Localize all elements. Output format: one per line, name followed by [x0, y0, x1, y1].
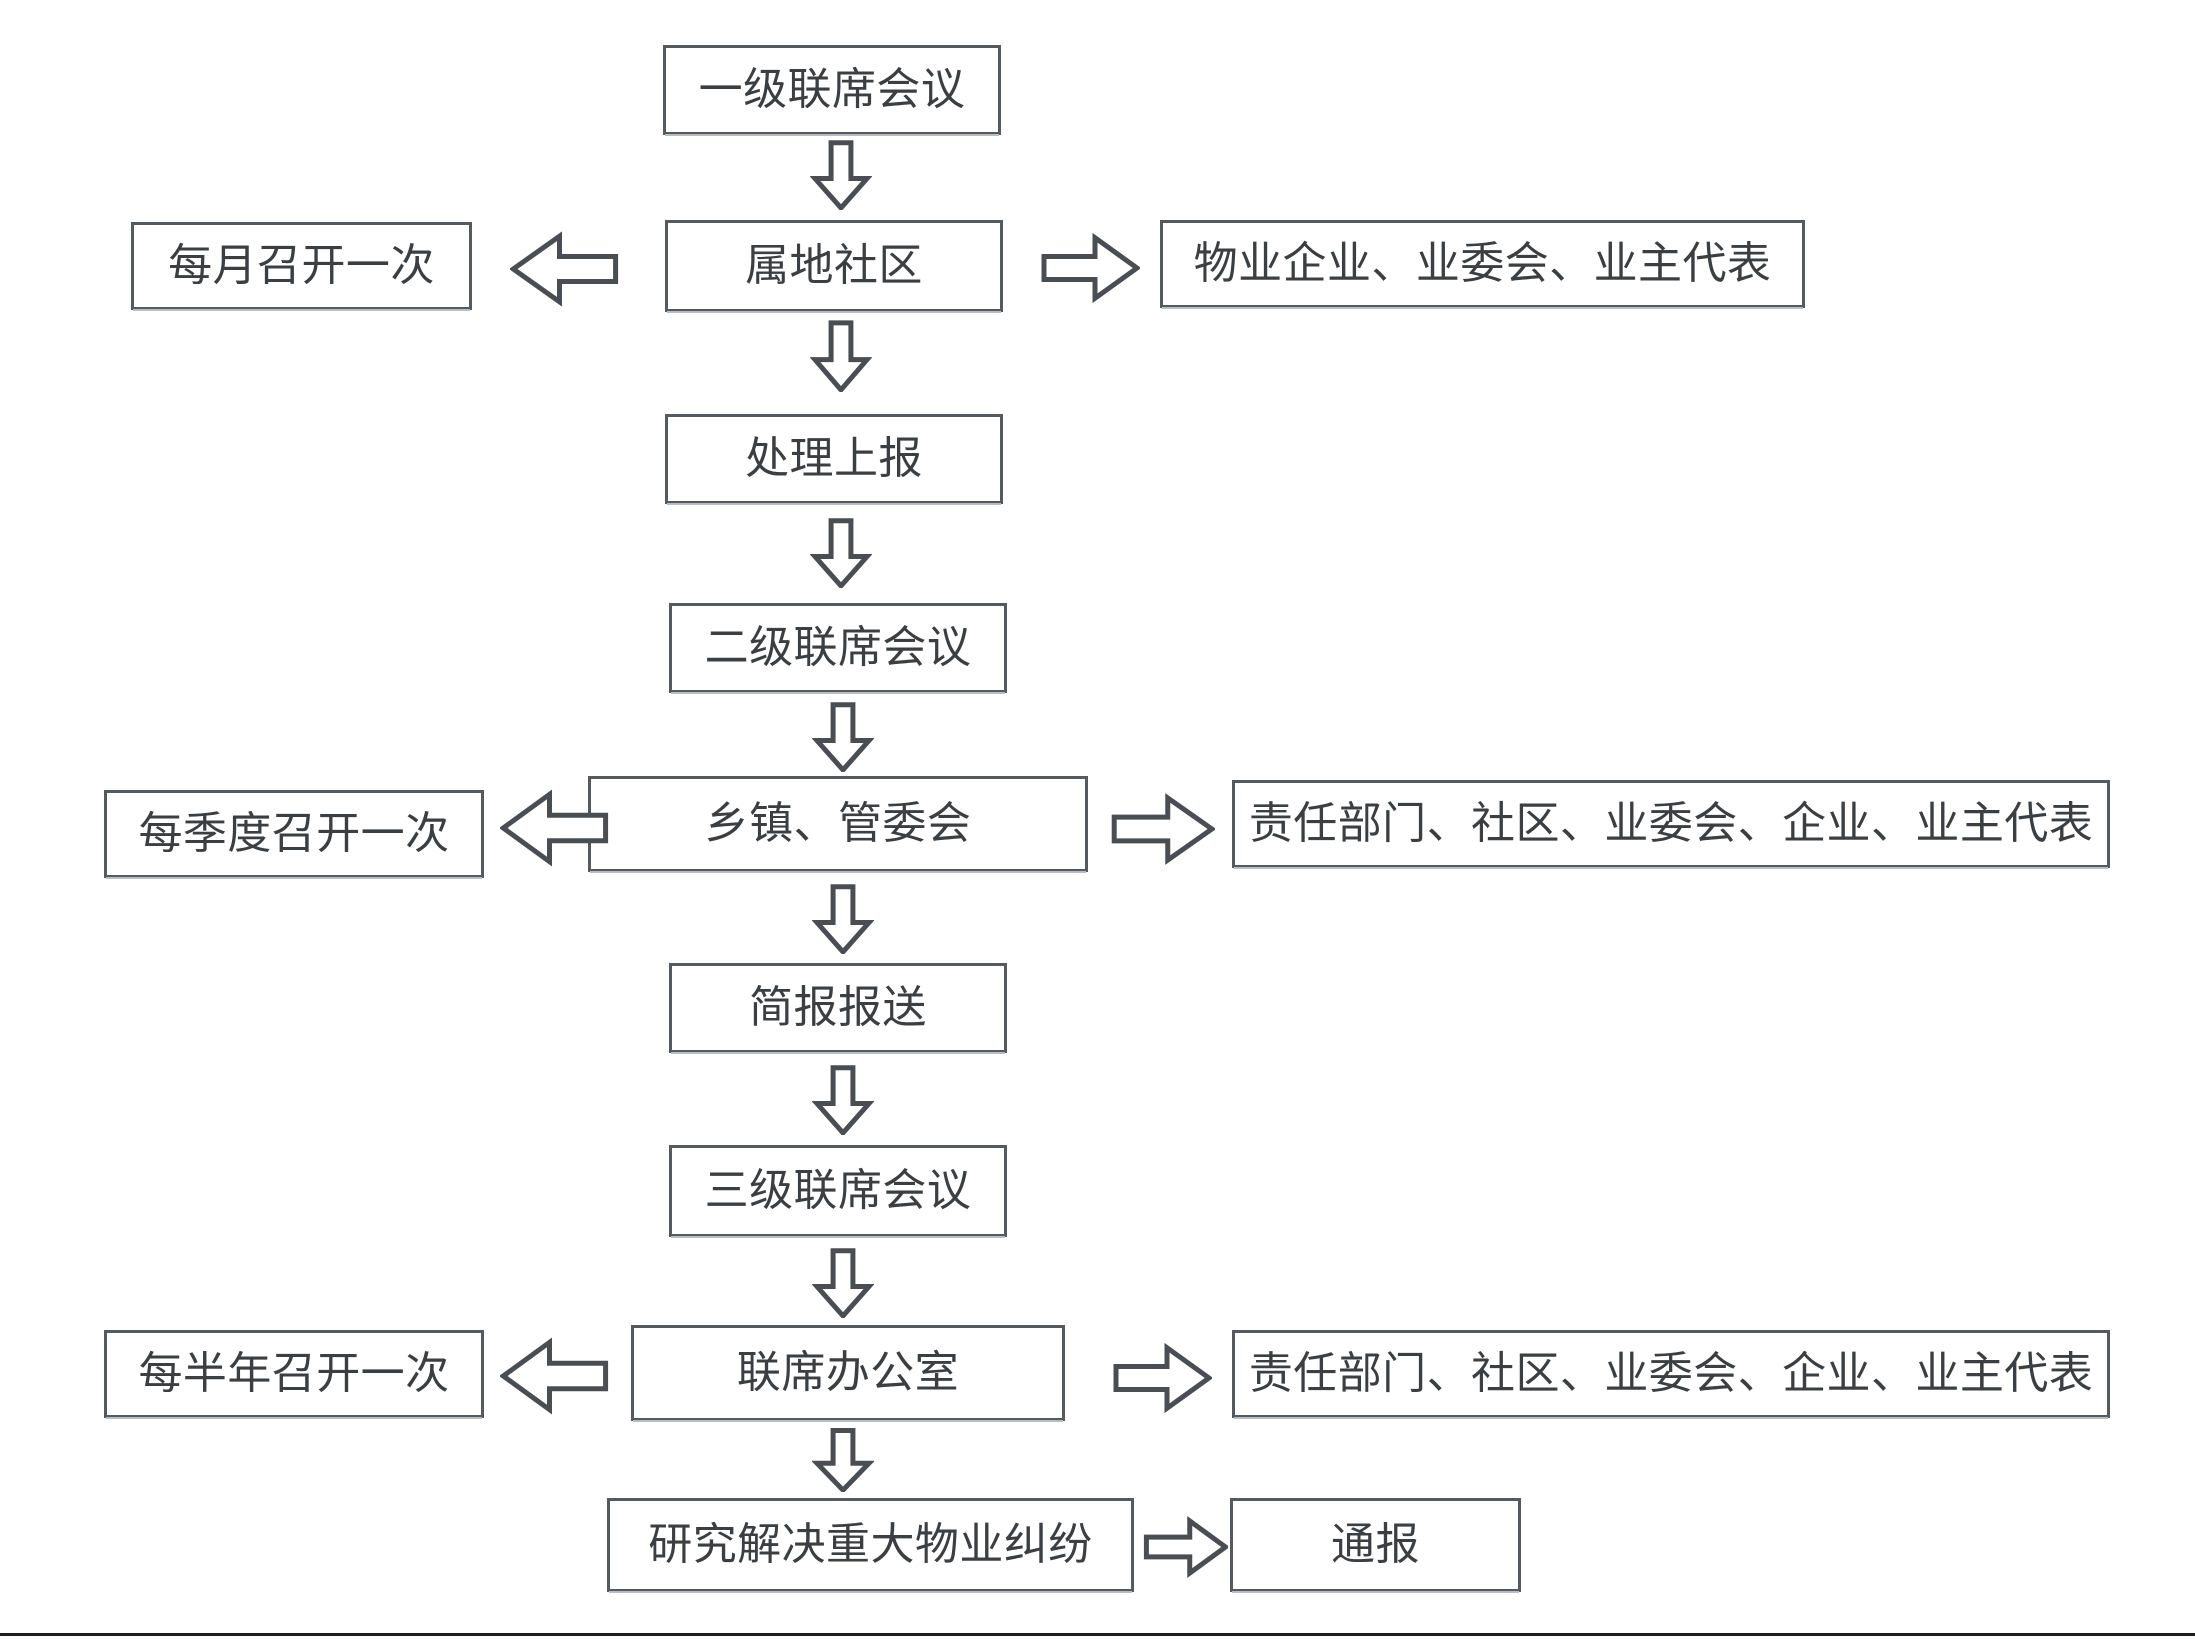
node-level2-participants[interactable]: 责任部门、社区、业委会、企业、业主代表: [1232, 780, 2110, 869]
node-label-level3-participants: 责任部门、社区、业委会、企业、业主代表: [1248, 1349, 2094, 1398]
bottom-divider: [0, 1633, 2195, 1636]
node-local-community[interactable]: 属地社区: [665, 220, 1003, 313]
arrow-down-outline: [812, 1248, 874, 1318]
node-resolve-disputes[interactable]: 研究解决重大物业纠纷: [607, 1498, 1134, 1593]
arrow-left-outline: [510, 230, 620, 308]
node-notification[interactable]: 通报: [1230, 1498, 1521, 1593]
arrow-down-outline: [810, 518, 872, 588]
node-level3-participants[interactable]: 责任部门、社区、业委会、企业、业主代表: [1232, 1330, 2110, 1419]
node-level2-meeting[interactable]: 二级联席会议: [669, 603, 1007, 694]
node-label-resolve-disputes: 研究解决重大物业纠纷: [648, 1520, 1093, 1569]
node-monthly-frequency[interactable]: 每月召开一次: [131, 222, 472, 311]
arrow-down-outline: [810, 320, 872, 392]
node-label-level1-meeting: 一级联席会议: [698, 65, 966, 114]
arrow-right-outline: [1143, 1516, 1228, 1578]
node-township-committee[interactable]: 乡镇、管委会: [588, 776, 1088, 873]
arrow-left-outline: [500, 1336, 610, 1416]
node-label-joint-office: 联席办公室: [736, 1348, 960, 1397]
arrow-right-outline: [1040, 232, 1140, 304]
node-level1-participants[interactable]: 物业企业、业委会、业主代表: [1160, 220, 1805, 309]
arrow-right-outline: [1110, 792, 1215, 866]
node-label-semiannual-frequency: 每半年召开一次: [138, 1349, 450, 1398]
node-quarterly-frequency[interactable]: 每季度召开一次: [104, 790, 484, 879]
node-label-process-report: 处理上报: [745, 434, 923, 483]
arrow-down-outline: [812, 884, 874, 954]
node-level3-meeting[interactable]: 三级联席会议: [669, 1145, 1007, 1238]
node-label-level3-meeting: 三级联席会议: [704, 1166, 972, 1215]
node-label-notification: 通报: [1331, 1520, 1420, 1569]
node-semiannual-frequency[interactable]: 每半年召开一次: [104, 1330, 484, 1419]
arrow-left-outline: [500, 788, 610, 868]
node-briefing-submission[interactable]: 简报报送: [669, 963, 1007, 1054]
node-label-briefing-submission: 简报报送: [749, 983, 927, 1032]
node-label-local-community: 属地社区: [745, 241, 923, 290]
arrow-right-outline: [1112, 1342, 1212, 1414]
arrow-down-outline: [810, 140, 872, 210]
node-label-level2-participants: 责任部门、社区、业委会、企业、业主代表: [1248, 799, 2094, 848]
node-joint-office[interactable]: 联席办公室: [631, 1325, 1065, 1422]
node-label-monthly-frequency: 每月召开一次: [168, 241, 435, 290]
node-label-level2-meeting: 二级联席会议: [704, 623, 972, 672]
node-label-township-committee: 乡镇、管委会: [704, 799, 972, 848]
node-label-quarterly-frequency: 每季度召开一次: [138, 809, 450, 858]
node-level1-meeting[interactable]: 一级联席会议: [663, 45, 1001, 136]
arrow-down-outline: [812, 1428, 874, 1492]
node-label-level1-participants: 物业企业、业委会、业主代表: [1193, 239, 1772, 288]
arrow-down-outline: [812, 702, 874, 772]
node-process-report[interactable]: 处理上报: [665, 414, 1003, 505]
arrow-down-outline: [812, 1065, 874, 1135]
